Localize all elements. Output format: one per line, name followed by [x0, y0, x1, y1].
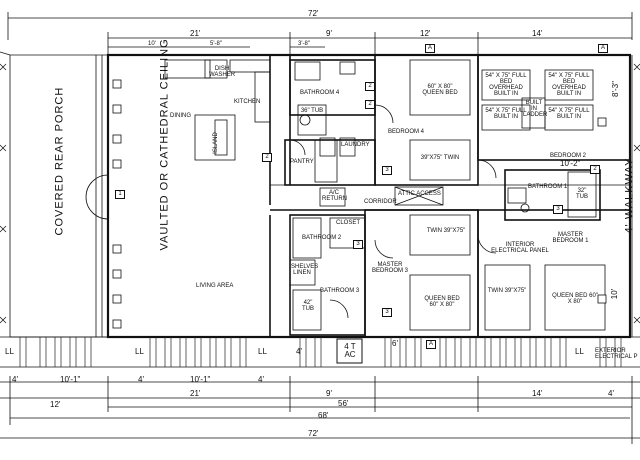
bunk1-label: 54" X 75" FULL BED OVERHEAD BUILT IN [485, 73, 527, 97]
dim-right-3: 10' [610, 288, 620, 300]
ll-label-1: LL [5, 347, 14, 356]
closet-label: CLOSET [336, 220, 361, 226]
dim-bottom3: 56' [338, 399, 349, 408]
queen-bed-mid-label: QUEEN BED 60" X 80" [424, 296, 460, 308]
kitchen-label: KITCHEN [234, 99, 261, 105]
dim-sub-2: 5'-8" [210, 41, 222, 47]
queen-bed-bot-label: QUEEN BED 60" X 80" [552, 293, 598, 305]
twin-top-label: 39"X75" TWIN [420, 155, 460, 161]
corridor-label: CORRIDOR [364, 199, 397, 205]
tub32-label: 32" TUB [576, 188, 588, 200]
bathroom3-label: BATHROOM 3 [320, 288, 360, 294]
dim-top-3: 12' [420, 29, 431, 38]
dim-sub-1: 10' [148, 41, 156, 47]
dim-bottom2-1: 12' [50, 400, 61, 409]
tag-2-c: 2 [262, 153, 272, 162]
covered-rear-porch-label: COVERED REAR PORCH [53, 86, 66, 236]
ac-return-label: A/C RETURN [322, 190, 347, 202]
bunk3-label: 54" X 75" FULL BUILT IN [485, 108, 527, 120]
dim-bottom2-3: 9' [326, 389, 332, 398]
dim-right-2: 10'-2" [560, 159, 581, 168]
tag-a-bottom: A [426, 340, 436, 349]
tag-3-d: 3 [353, 240, 363, 249]
attic-access-label: ATTIC ACCESS [398, 191, 441, 197]
tub42-label: 42" TUB [302, 300, 314, 312]
dim-walkway: 4' [296, 347, 302, 356]
tag-2-d: 2 [590, 165, 600, 174]
tag-3-a: 3 [382, 166, 392, 175]
vaulted-ceiling-label: VAULTED OR CATHEDRAL CEILING [158, 38, 171, 251]
island-label: ISLAND [212, 132, 219, 154]
tag-3-b: 3 [382, 308, 392, 317]
bathroom1-label: BATHROOM 1 [528, 184, 568, 190]
dim-bottom-f: 6' [392, 339, 398, 348]
dim-top-1: 21' [190, 29, 201, 38]
exterior-panel-label: EXTERIOR ELECTRICAL P [595, 348, 638, 360]
dim-bottom-g: 4' [608, 389, 614, 398]
bathroom4-label: BATHROOM 4 [300, 90, 340, 96]
dim-bottom2-2: 21' [190, 389, 201, 398]
twin-mid-label: TWIN 39"X75" [426, 228, 466, 234]
master-bedroom1-label: MASTER BEDROOM 1 [552, 232, 589, 244]
shelves-linen-label: SHELVES LINEN [291, 264, 319, 276]
dim-top-4: 14' [532, 29, 543, 38]
bedroom2-label: BEDROOM 2 [550, 153, 587, 159]
dim-bottom5: 72' [308, 429, 319, 438]
dishwasher-label: DISH WASHER [208, 66, 236, 78]
laundry-label: LAUNDRY [341, 142, 370, 148]
ll-label-3: LL [258, 347, 267, 356]
dim-overall-top: 72' [308, 9, 319, 18]
bedroom4-label: BEDROOM 4 [388, 129, 425, 135]
bunk4-label: 54" X 75" FULL BUILT IN [548, 108, 590, 120]
dim-top-2: 9' [326, 29, 332, 38]
tag-3-c: 3 [553, 205, 563, 214]
dim-bottom-a: 4' [12, 375, 18, 384]
dining-label: DINING [170, 113, 191, 119]
queen-bed-top-label: 60" X 80" QUEEN BED [422, 84, 458, 96]
dim-bottom-e: 4' [258, 375, 264, 384]
ll-label-4: LL [575, 347, 584, 356]
tag-a-top-right: A [598, 44, 608, 53]
dim-bottom-d: 10'-1" [190, 375, 211, 384]
living-area-label: LIVING AREA [196, 283, 234, 289]
tag-a-top: A [425, 44, 435, 53]
ac-unit-label: 4 T AC [344, 342, 356, 359]
interior-panel-label: INTERIOR ELECTRICAL PANEL [491, 242, 549, 254]
master-bedroom3-label: MASTER BEDROOM 3 [371, 262, 408, 274]
dim-sub-3: 3'-8" [298, 41, 310, 47]
twin-bot-label: TWIN 39"X75" [487, 288, 527, 294]
ladder-label: BUILT IN LADDER [523, 100, 548, 118]
dim-bottom4: 68' [318, 411, 329, 420]
tag-2-b: 2 [365, 100, 375, 109]
tag-2-a: 2 [365, 82, 375, 91]
dim-right-1: 8'-3" [610, 81, 620, 97]
dim-bottom-b: 10'-1" [60, 375, 81, 384]
walkway-label: 4' WALKWAY [623, 157, 636, 234]
bunk2-label: 54" X 75" FULL BED OVERHEAD BUILT IN [548, 73, 590, 97]
ll-label-2: LL [135, 347, 144, 356]
tub36-label: 36" TUB [300, 108, 324, 114]
bathroom2-label: BATHROOM 2 [302, 235, 342, 241]
dim-bottom2-4: 14' [532, 389, 543, 398]
tag-1: 1 [115, 190, 125, 199]
dim-bottom-c: 4' [138, 375, 144, 384]
pantry-label: PANTRY [290, 159, 314, 165]
